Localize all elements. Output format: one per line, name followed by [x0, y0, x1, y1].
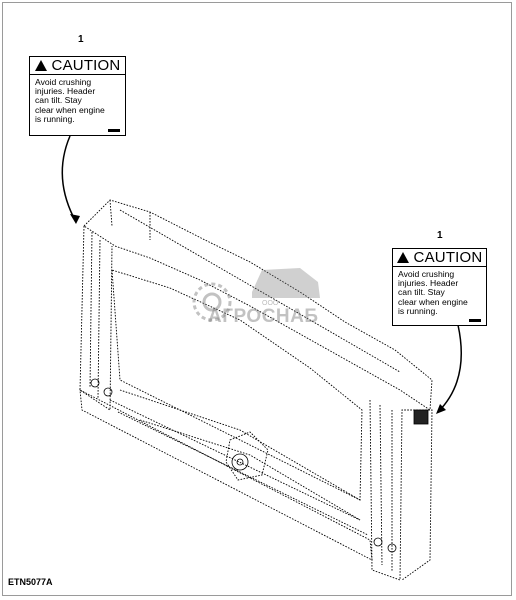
callout-number: 1	[437, 230, 443, 241]
caution-label-left: CAUTION Avoid crushing injuries. Header …	[29, 56, 126, 136]
frame-right-post	[369, 399, 433, 581]
watermark-prefix: ООО	[262, 300, 279, 307]
frame-left-post	[79, 225, 113, 411]
label-message: Avoid crushing injuries. Header can tilt…	[35, 77, 105, 124]
leader-arrow-icon	[61, 135, 77, 223]
watermark-name: АГРОСНАБ	[208, 306, 319, 327]
left-lower-hole	[90, 378, 100, 388]
hitch-pin	[231, 453, 249, 471]
label-part-code	[469, 319, 481, 322]
figure-id: ETN5077A	[8, 577, 53, 587]
right-lower-hole	[373, 537, 383, 547]
callout-number: 1	[78, 34, 84, 45]
center-hitch	[225, 431, 269, 481]
label-heading: CAUTION	[30, 57, 125, 75]
right-decal-plate	[413, 409, 429, 425]
watermark-gear-icon	[192, 282, 232, 322]
caution-label-right: CAUTION Avoid crushing injuries. Header …	[392, 248, 487, 326]
warning-triangle-icon	[396, 252, 409, 263]
label-message: Avoid crushing injuries. Header can tilt…	[398, 269, 468, 316]
label-part-code	[108, 129, 120, 132]
frame-top-beam	[83, 199, 433, 411]
frame-inner-window	[111, 269, 363, 501]
frame-lower-beam	[79, 389, 373, 561]
leader-arrow-icon	[437, 324, 462, 413]
frame-diagonal-brace	[119, 389, 361, 521]
watermark-tractor-icon	[252, 268, 320, 298]
label-heading: CAUTION	[393, 249, 486, 267]
warning-triangle-icon	[34, 60, 47, 71]
